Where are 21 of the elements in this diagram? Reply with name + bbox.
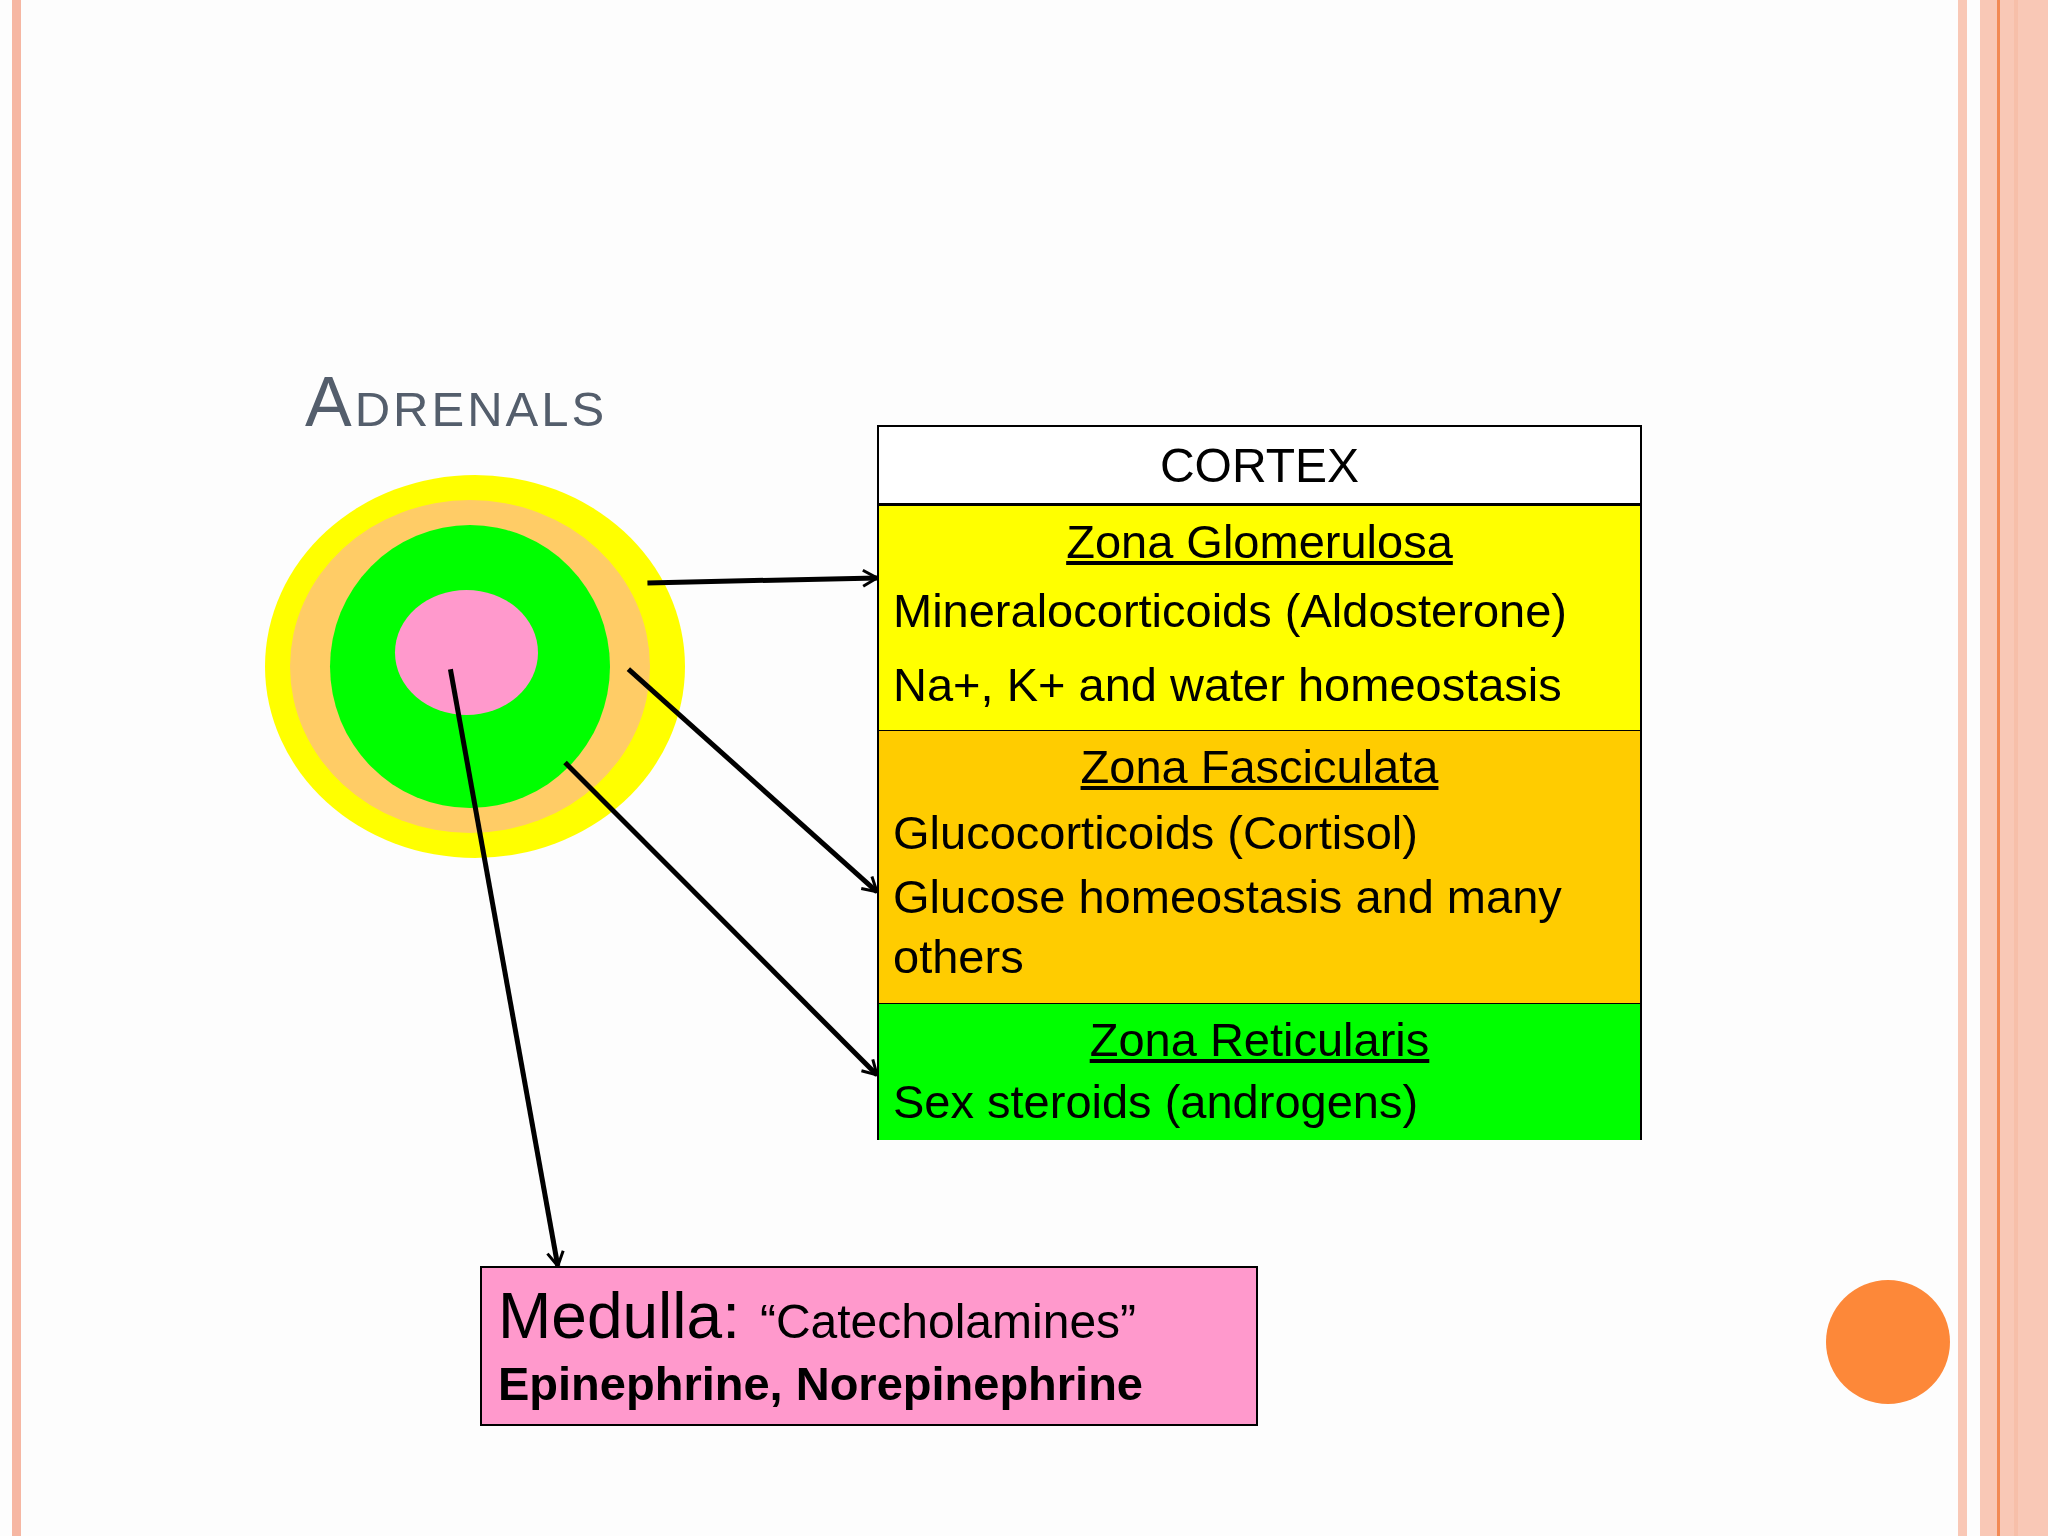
zone-row bbox=[879, 1003, 1640, 1140]
zone-text: Sex steroids (androgens) bbox=[893, 1074, 1420, 1130]
cortex-table bbox=[877, 425, 1642, 1140]
medulla-box bbox=[480, 1266, 1258, 1426]
zone-row bbox=[879, 506, 1640, 730]
zone-text: Glucose homeostasis and many others bbox=[893, 869, 1563, 985]
hormone-list: Epinephrine, Norepinephrine bbox=[498, 1354, 1240, 1414]
zone-heading: Zona Fasciculata bbox=[1079, 739, 1440, 795]
zone-heading: Zona Glomerulosa bbox=[1065, 514, 1454, 570]
medulla-subtitle: “Catecholamines” bbox=[759, 1294, 1137, 1349]
arrow bbox=[563, 760, 879, 1077]
medulla-heading: Medulla: bbox=[498, 1280, 740, 1352]
arrow bbox=[626, 667, 879, 894]
zone-heading: Zona Reticularis bbox=[1088, 1012, 1431, 1068]
zone-text: Mineralocorticoids (Aldosterone) bbox=[893, 583, 1568, 639]
zone-row bbox=[879, 730, 1640, 1003]
slide-title: Adrenals bbox=[305, 362, 608, 442]
zone-text: Glucocorticoids (Cortisol) bbox=[893, 805, 1419, 861]
arrow bbox=[447, 668, 565, 1268]
zone-text: Na+, K+ and water homeostasis bbox=[893, 657, 1563, 713]
arrow bbox=[647, 568, 879, 588]
